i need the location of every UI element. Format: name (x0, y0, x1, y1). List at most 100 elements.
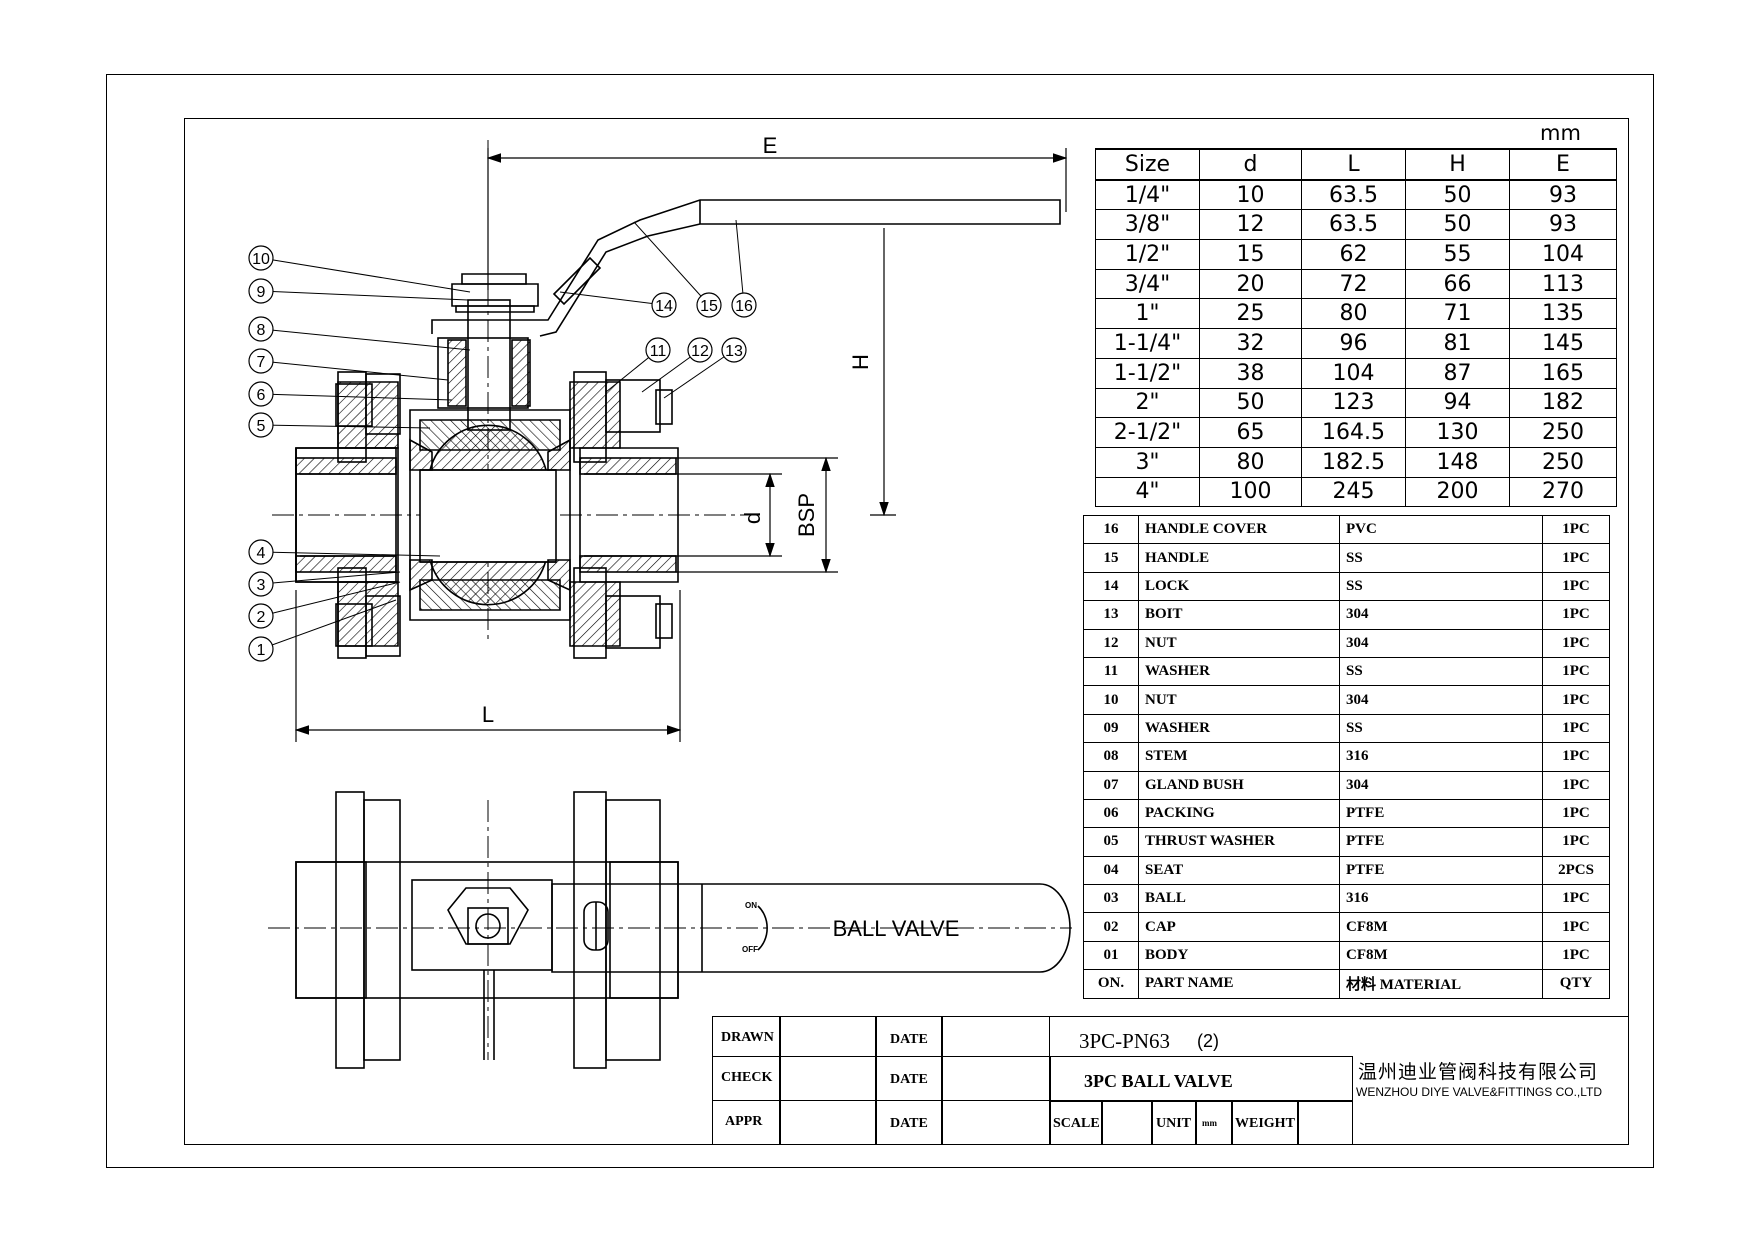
dimension-cell: 62 (1301, 239, 1406, 270)
dimension-cell: 50 (1199, 387, 1302, 419)
bom-part-name: WASHER (1138, 656, 1340, 687)
bom-qty: 1PC (1542, 912, 1610, 942)
dimension-cell: 104 (1509, 239, 1617, 270)
bom-qty: 1PC (1542, 770, 1610, 800)
callout-leader (260, 571, 401, 585)
off-label: OFF (742, 945, 758, 954)
callout-leader (260, 393, 453, 401)
callout-leader (260, 360, 449, 381)
dimension-cell: 148 (1405, 446, 1510, 478)
bom-no: 12 (1083, 628, 1139, 658)
bom-part-name: CAP (1138, 912, 1340, 942)
bom-no: 05 (1083, 827, 1139, 857)
bom-material: PTFE (1339, 798, 1543, 829)
bom-part-name: HANDLE COVER (1138, 514, 1340, 545)
callout-leader (559, 291, 665, 306)
bom-no: 06 (1083, 798, 1139, 829)
bom-material: SS (1339, 713, 1543, 744)
unit-value: mm (1202, 1118, 1217, 1128)
bom-qty: 1PC (1542, 571, 1610, 602)
bom-material: SS (1339, 571, 1543, 602)
callout-leader (260, 581, 401, 617)
weight-label: WEIGHT (1235, 1116, 1295, 1131)
dim-d-label: d (740, 512, 765, 524)
bom-header-material: 材料 MATERIAL (1339, 969, 1543, 999)
dimension-cell: 4" (1095, 476, 1200, 508)
dimension-cell: 113 (1509, 268, 1617, 300)
header-d: d (1199, 148, 1302, 181)
bom-part-name: BALL (1138, 884, 1340, 914)
callout-12: 12 (641, 337, 713, 393)
bom-material: 304 (1339, 685, 1543, 715)
tb-weight-val (1298, 1101, 1353, 1145)
dimension-cell: 93 (1509, 209, 1617, 241)
dimension-cell: 270 (1509, 476, 1617, 508)
bom-material: SS (1339, 543, 1543, 573)
dimension-cell: 80 (1301, 298, 1406, 330)
callout-number: 7 (257, 354, 266, 371)
bom-no: 11 (1083, 656, 1139, 687)
bom-no: 13 (1083, 600, 1139, 630)
callout-number: 8 (257, 322, 266, 339)
bom-material: SS (1339, 656, 1543, 687)
callout-13: 13 (663, 337, 747, 399)
callout-2: 2 (248, 581, 401, 629)
callout-leader (260, 551, 441, 557)
dim-H-label: H (848, 354, 873, 370)
bom-no: 16 (1083, 514, 1139, 545)
callout-circle (248, 603, 274, 629)
callout-number: 9 (257, 284, 266, 301)
bom-qty: 1PC (1542, 628, 1610, 658)
callout-circle (645, 337, 671, 363)
dimension-cell: 130 (1405, 417, 1510, 448)
bom-part-name: LOCK (1138, 571, 1340, 602)
dimension-cell: 71 (1405, 298, 1510, 330)
date-label-2: DATE (890, 1072, 928, 1087)
callout-14: 14 (559, 291, 677, 318)
bom-material: CF8M (1339, 940, 1543, 971)
dimension-cell: 145 (1509, 328, 1617, 359)
dimension-table-header: Size d L H E (1095, 148, 1617, 181)
dimension-cell: 81 (1405, 328, 1510, 359)
dimension-cell: 3" (1095, 446, 1200, 478)
tb-scale-cell (1050, 1101, 1102, 1145)
dimension-cell: 100 (1199, 476, 1302, 508)
callout-leader (735, 219, 745, 306)
dimension-cell: 94 (1405, 387, 1510, 419)
dimension-cell: 15 (1199, 239, 1302, 270)
on-label: ON (745, 901, 757, 910)
callout-leader (260, 328, 471, 351)
bom-qty: 1PC (1542, 543, 1610, 573)
callout-circle (248, 278, 274, 304)
callout-circle (248, 245, 274, 271)
bom-no: 14 (1083, 571, 1139, 602)
bom-part-name: WASHER (1138, 713, 1340, 744)
bom-part-name: SEAT (1138, 855, 1340, 886)
dimension-cell: 250 (1509, 417, 1617, 448)
bom-material: CF8M (1339, 912, 1543, 942)
callout-number: 10 (252, 251, 270, 268)
dimension-cell: 87 (1405, 357, 1510, 389)
appr-label: APPR (725, 1114, 763, 1129)
dimension-cell: 165 (1509, 357, 1617, 389)
tb-weight-cell (1232, 1101, 1298, 1145)
dimension-cell: 80 (1199, 446, 1302, 478)
bom-part-name: NUT (1138, 628, 1340, 658)
dimension-cell: 55 (1405, 239, 1510, 270)
dimension-cell: 2" (1095, 387, 1200, 419)
dimension-cell: 3/4" (1095, 268, 1200, 300)
bom-no: 04 (1083, 855, 1139, 886)
